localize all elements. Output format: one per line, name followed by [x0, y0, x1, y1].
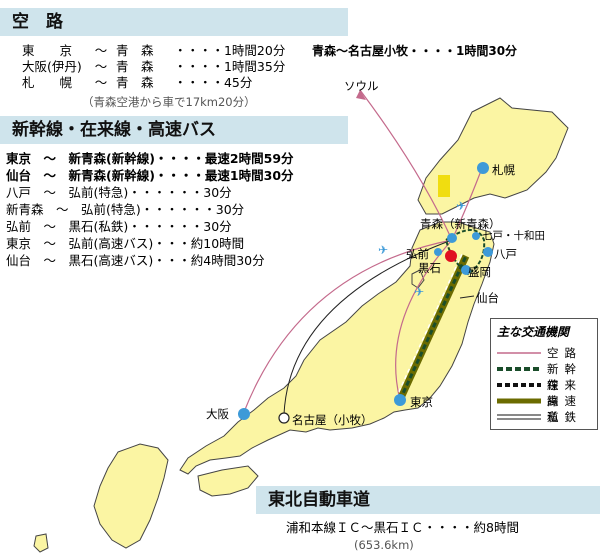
morioka-dot — [461, 265, 471, 275]
rail-route-row: 仙台 ～ 黒石(高速バス)・・・約4時間30分 — [6, 253, 265, 268]
air-route-row-0: 東 京 ～ 青 森 ・・・・1時間20分 — [22, 43, 286, 58]
map-legend: 主な交通機関 空路 新幹線 在来線 高速道 私鉄 — [490, 318, 598, 430]
label-aomori: 青森（新青森） — [420, 217, 501, 231]
shinkansen-swatch — [497, 367, 541, 371]
label-tokyo: 東京 — [410, 395, 433, 409]
shikoku-landmass — [197, 465, 259, 497]
expressway-distance: (653.6km) — [354, 538, 414, 552]
air-route-aomori-sapporo — [451, 167, 483, 241]
air-route-row-2: 札 幌 ～ 青 森 ・・・・45分 — [22, 75, 253, 90]
legend-item-private: 私鉄 — [491, 409, 597, 425]
legend-item-conventional: 在来線 — [491, 377, 597, 408]
label-towada: 七戸・十和田 — [482, 230, 545, 242]
kyushu-landmass — [93, 443, 169, 549]
label-hachinohe: 八戸 — [494, 247, 517, 261]
expressway-section-header: 東北自動車道 — [256, 486, 600, 514]
legend-item-shinkansen: 新幹線 — [491, 361, 597, 392]
arrow-seoul — [356, 90, 366, 100]
shinkansen-line — [398, 255, 468, 401]
label-sendai: 仙台 — [476, 291, 499, 305]
label-sapporo: 札幌 — [492, 163, 515, 177]
rail-route-row: 東京 ～ 弘前(高速バス)・・・約10時間 — [6, 236, 245, 251]
label-osaka: 大阪 — [206, 407, 229, 421]
air-route-aomori-osaka — [243, 239, 453, 413]
legend-title: 主な交通機関 — [497, 325, 570, 339]
air-section-header: 空 路 — [0, 8, 348, 36]
expressway-swatch — [497, 398, 541, 404]
rail-route-row: 新青森 ～ 弘前(特急)・・・・・・30分 — [6, 202, 245, 217]
rail-route-list: 東京 ～ 新青森(新幹線)・・・・最速2時間59分 仙台 ～ 新青森(新幹線)・… — [6, 150, 294, 269]
osaka-dot — [238, 408, 250, 420]
air-extra-route: 青森～名古屋小牧・・・・1時間30分 — [312, 44, 518, 58]
sado-island — [411, 269, 425, 289]
air-route-aomori-tokyo — [395, 239, 453, 401]
tokyo-dot — [394, 394, 406, 406]
rail-route-row: 東京 ～ 新青森(新幹線)・・・・最速2時間59分 — [6, 151, 294, 166]
sendai-pointer — [459, 295, 475, 299]
nagoya-dot — [278, 412, 290, 424]
hokkaido-landmass — [417, 97, 569, 215]
rail-route-row: 仙台 ～ 新青森(新幹線)・・・・最速1時間30分 — [6, 168, 294, 183]
towada-dot — [472, 232, 480, 240]
label-kuroishi: 黒石 — [418, 261, 441, 275]
label-seoul: ソウル — [344, 79, 379, 93]
okinawa-island — [33, 533, 49, 553]
kuroishi-destination — [445, 250, 457, 262]
label-nagoya: 名古屋（小牧） — [292, 413, 373, 427]
air-route-swatch — [497, 352, 541, 354]
expressway-heading: 東北自動車道 — [268, 490, 370, 510]
air-route-aomori-nagoya — [283, 239, 453, 415]
hirosaki-dot — [434, 248, 442, 256]
plane-icon: ✈ — [456, 199, 466, 213]
legend-item-air: 空路 — [491, 345, 597, 361]
aomori-dot — [447, 233, 457, 243]
air-route-row-1: 大阪(伊丹) ～ 青 森 ・・・・1時間35分 — [22, 59, 286, 74]
conventional-line — [395, 253, 463, 399]
label-morioka: 盛岡 — [468, 265, 491, 279]
rail-route-row: 弘前 ～ 黒石(私鉄)・・・・・・30分 — [6, 219, 232, 234]
air-heading: 空 路 — [12, 12, 63, 32]
rail-section-header: 新幹線・在来線・高速バス — [0, 116, 348, 144]
conventional-swatch — [497, 383, 541, 387]
hachinohe-dot — [483, 247, 493, 257]
highlight-mark — [438, 175, 450, 197]
legend-item-expressway: 高速道 — [491, 393, 597, 424]
rail-heading: 新幹線・在来線・高速バス — [12, 120, 216, 140]
airport-access-note: （青森空港から車で17km20分） — [82, 95, 256, 109]
air-route-aomori-seoul — [359, 89, 453, 241]
expressway-route: 浦和本線ＩＣ～黒石ＩＣ・・・・約8時間 — [286, 520, 519, 535]
label-hirosaki: 弘前 — [406, 247, 429, 261]
plane-icon: ✈ — [414, 285, 424, 299]
plane-icon: ✈ — [378, 243, 388, 257]
rail-route-row: 八戸 ～ 弘前(特急)・・・・・・30分 — [6, 185, 232, 200]
sapporo-dot — [477, 162, 489, 174]
private-rail-swatch — [497, 414, 541, 420]
